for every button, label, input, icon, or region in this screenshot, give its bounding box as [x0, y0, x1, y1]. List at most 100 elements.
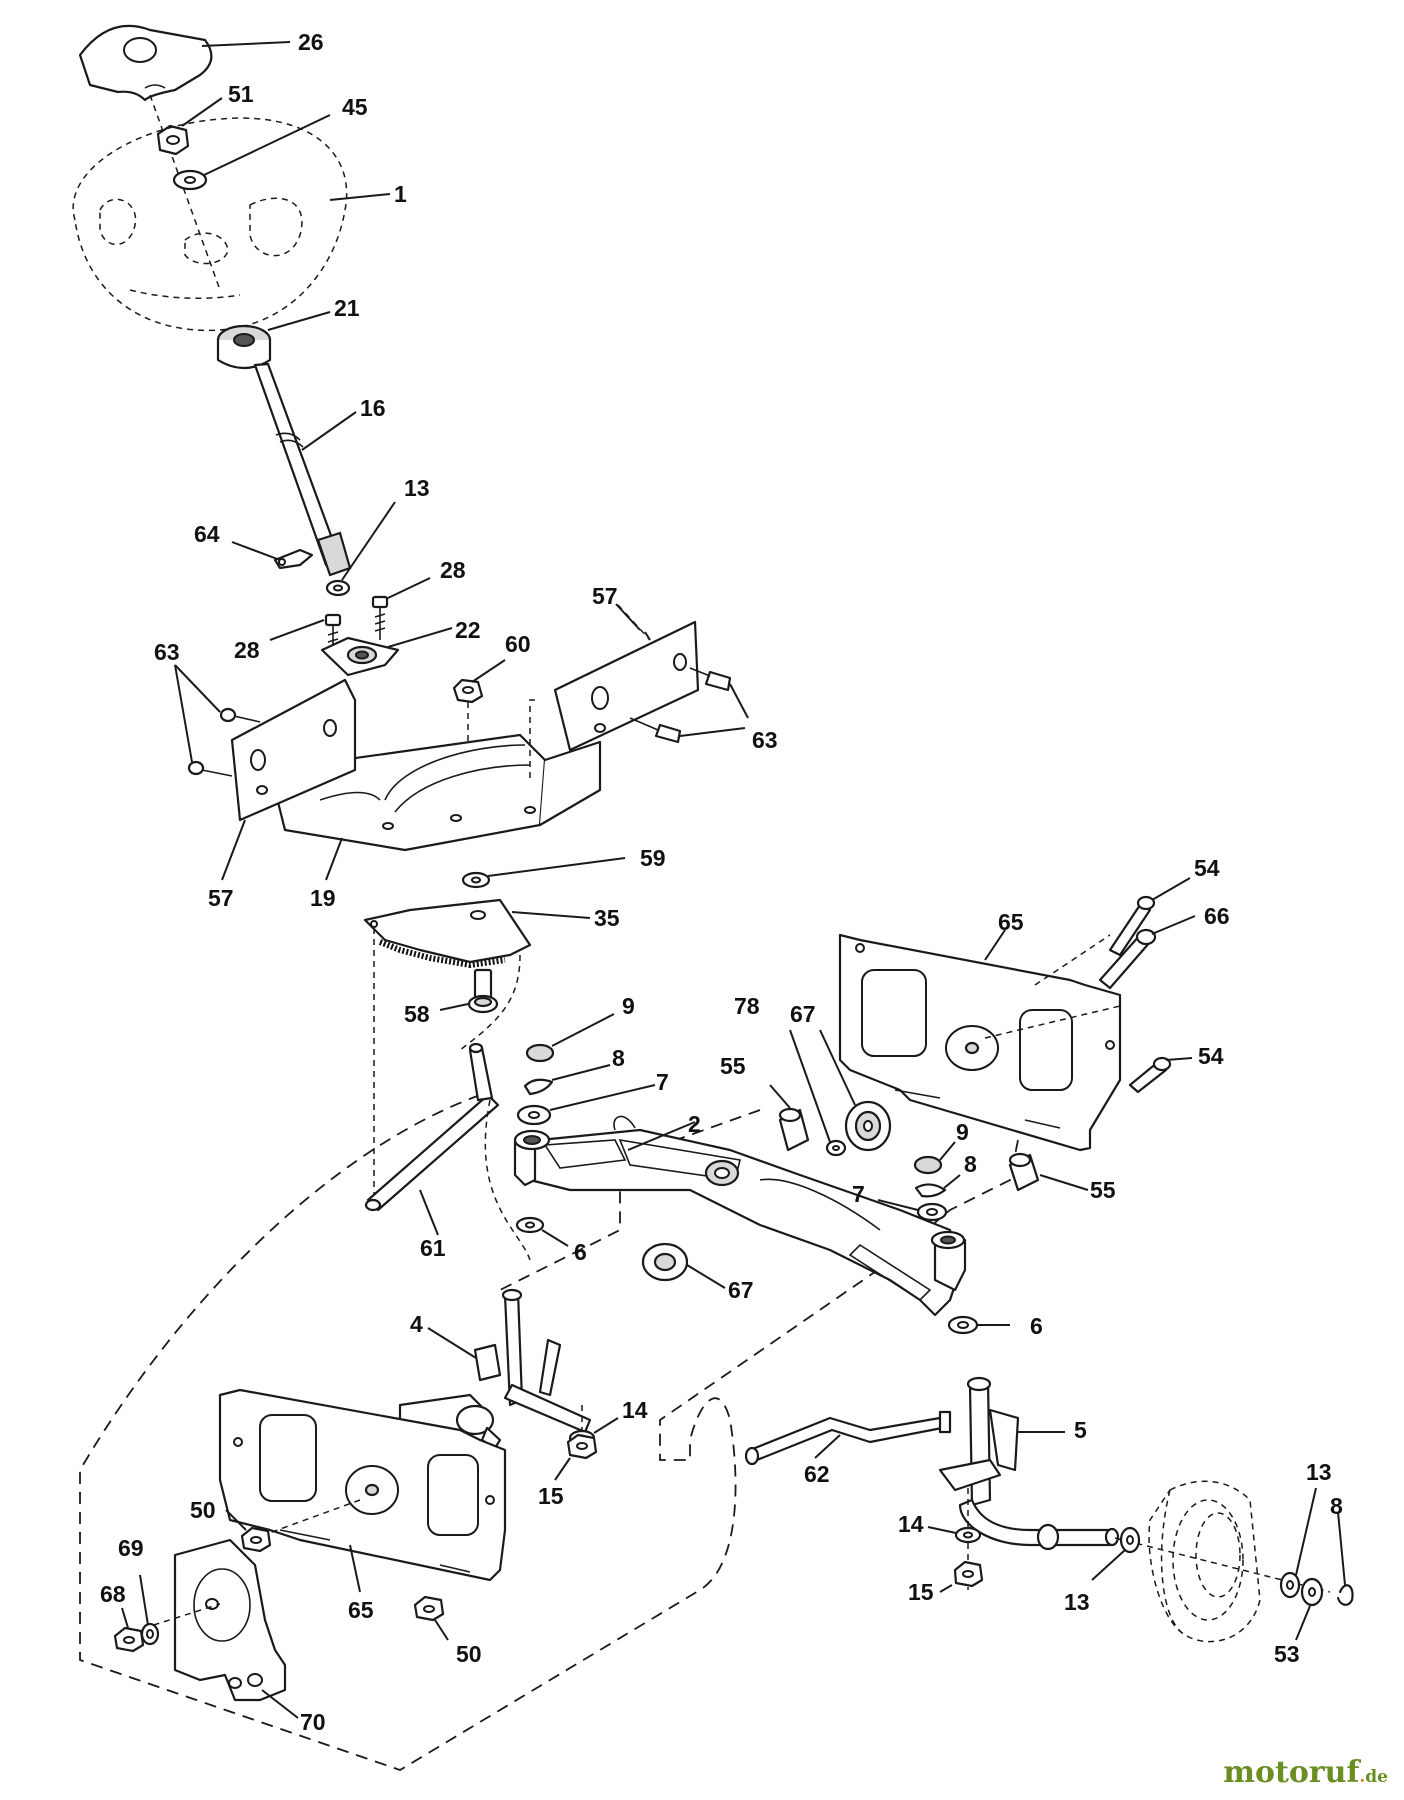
bolt-28-b — [371, 595, 389, 640]
front-axle-2 — [513, 1115, 967, 1317]
callout-61: 61 — [420, 1235, 446, 1261]
spacer-55-left — [778, 1107, 810, 1152]
watermark-brand: motoruf — [1223, 1755, 1360, 1790]
clip-8-left — [523, 1078, 554, 1096]
callout-62: 62 — [804, 1461, 830, 1487]
bolt-63-right-bottom — [629, 717, 682, 744]
washer-13-wheel — [1279, 1571, 1301, 1599]
front-wheel — [1148, 1480, 1261, 1643]
callout-35: 35 — [594, 905, 620, 931]
steering-wheel-cap — [78, 24, 213, 102]
callout-55: 55 — [720, 1053, 746, 1079]
callout-8-c: 8 — [1330, 1493, 1343, 1519]
callout-9: 9 — [622, 993, 635, 1019]
bolt-63-right-top — [689, 667, 732, 692]
callout-6: 6 — [574, 1239, 587, 1265]
clip-8-right — [914, 1183, 947, 1198]
e-clip-8 — [1336, 1584, 1354, 1606]
bracket-plate-70 — [173, 1538, 287, 1702]
washer-53 — [1300, 1577, 1324, 1607]
callout-15-b: 15 — [908, 1579, 934, 1605]
washer-13-spindle — [1119, 1526, 1141, 1554]
nut-50-upper — [240, 1526, 272, 1553]
washer-6-right — [947, 1315, 979, 1335]
washer-13-top — [325, 579, 351, 597]
washer-45 — [172, 169, 208, 191]
side-plate-57-right — [553, 620, 700, 752]
callout-13-b: 13 — [1306, 1459, 1332, 1485]
washer-78 — [825, 1139, 847, 1157]
washer-14-right — [954, 1526, 982, 1544]
callout-54: 54 — [1194, 855, 1220, 881]
callout-69: 69 — [118, 1535, 144, 1561]
washer-69 — [140, 1622, 160, 1646]
callout-19: 19 — [310, 885, 336, 911]
frame-bracket-65-upper — [838, 933, 1122, 1152]
watermark-tld: de — [1365, 1767, 1388, 1787]
callout-65-b: 65 — [348, 1597, 374, 1623]
steering-wheel — [72, 117, 348, 332]
callout-53: 53 — [1274, 1641, 1300, 1667]
callout-28-b: 28 — [234, 637, 260, 663]
bolt-63-left-top — [219, 707, 261, 723]
callout-14-b: 14 — [898, 1511, 924, 1537]
spindle-4 — [398, 1288, 592, 1450]
drag-link-62 — [744, 1410, 952, 1466]
bolt-54-lower — [1128, 1056, 1172, 1094]
spindle-5 — [938, 1376, 1120, 1551]
callout-labels: 26 51 45 1 21 16 13 64 28 28 22 57 60 63… — [100, 29, 1343, 1735]
callout-55-b: 55 — [1090, 1177, 1116, 1203]
bushing-67-lower — [641, 1242, 689, 1282]
callout-68: 68 — [100, 1581, 126, 1607]
nut-15-right — [953, 1560, 984, 1588]
watermark-dot: . — [1359, 1767, 1366, 1787]
callout-22: 22 — [455, 617, 481, 643]
callout-13-c: 13 — [1064, 1589, 1090, 1615]
nut-60 — [452, 678, 484, 704]
callout-66: 66 — [1204, 903, 1230, 929]
callout-5: 5 — [1074, 1417, 1087, 1443]
callout-15: 15 — [538, 1483, 564, 1509]
callout-21: 21 — [334, 295, 360, 321]
washer-59 — [461, 871, 491, 889]
callout-57-b: 57 — [208, 885, 234, 911]
callout-54-b: 54 — [1198, 1043, 1224, 1069]
callout-78: 78 — [734, 993, 760, 1019]
callout-63-b: 63 — [752, 727, 778, 753]
steering-shaft-16 — [253, 362, 352, 577]
callout-67: 67 — [790, 1001, 816, 1027]
nut-15-left — [566, 1433, 598, 1460]
tie-rod-61 — [364, 1042, 500, 1212]
sector-gear-35 — [363, 898, 532, 969]
spacer-55-right — [1008, 1152, 1040, 1192]
nut-51 — [156, 124, 190, 156]
callout-57: 57 — [592, 583, 618, 609]
assembly-boundary-dashed — [79, 1094, 1021, 1771]
callout-59: 59 — [640, 845, 666, 871]
callout-58: 58 — [404, 1001, 430, 1027]
washer-6-left — [515, 1216, 545, 1234]
callout-1: 1 — [394, 181, 407, 207]
washer-7-right — [916, 1202, 948, 1222]
callout-4: 4 — [410, 1311, 423, 1337]
callout-45: 45 — [342, 94, 368, 120]
callout-50-b: 50 — [456, 1641, 482, 1667]
callout-63: 63 — [154, 639, 180, 665]
callout-6-b: 6 — [1030, 1313, 1043, 1339]
nut-50-lower — [413, 1595, 445, 1622]
watermark-logo: motoruf.de — [1223, 1755, 1388, 1790]
frame-bracket-65-lower — [218, 1388, 507, 1582]
bushing-67-upper — [844, 1100, 892, 1152]
callout-67-b: 67 — [728, 1277, 754, 1303]
washer-7-left — [516, 1104, 552, 1126]
bolt-66 — [1098, 928, 1157, 990]
cap-9-left — [525, 1043, 555, 1063]
callout-13: 13 — [404, 475, 430, 501]
callout-7: 7 — [656, 1069, 669, 1095]
callout-51: 51 — [228, 81, 254, 107]
callout-26: 26 — [298, 29, 324, 55]
callout-16: 16 — [360, 395, 386, 421]
callout-2: 2 — [688, 1111, 701, 1137]
callout-8-b: 8 — [964, 1151, 977, 1177]
